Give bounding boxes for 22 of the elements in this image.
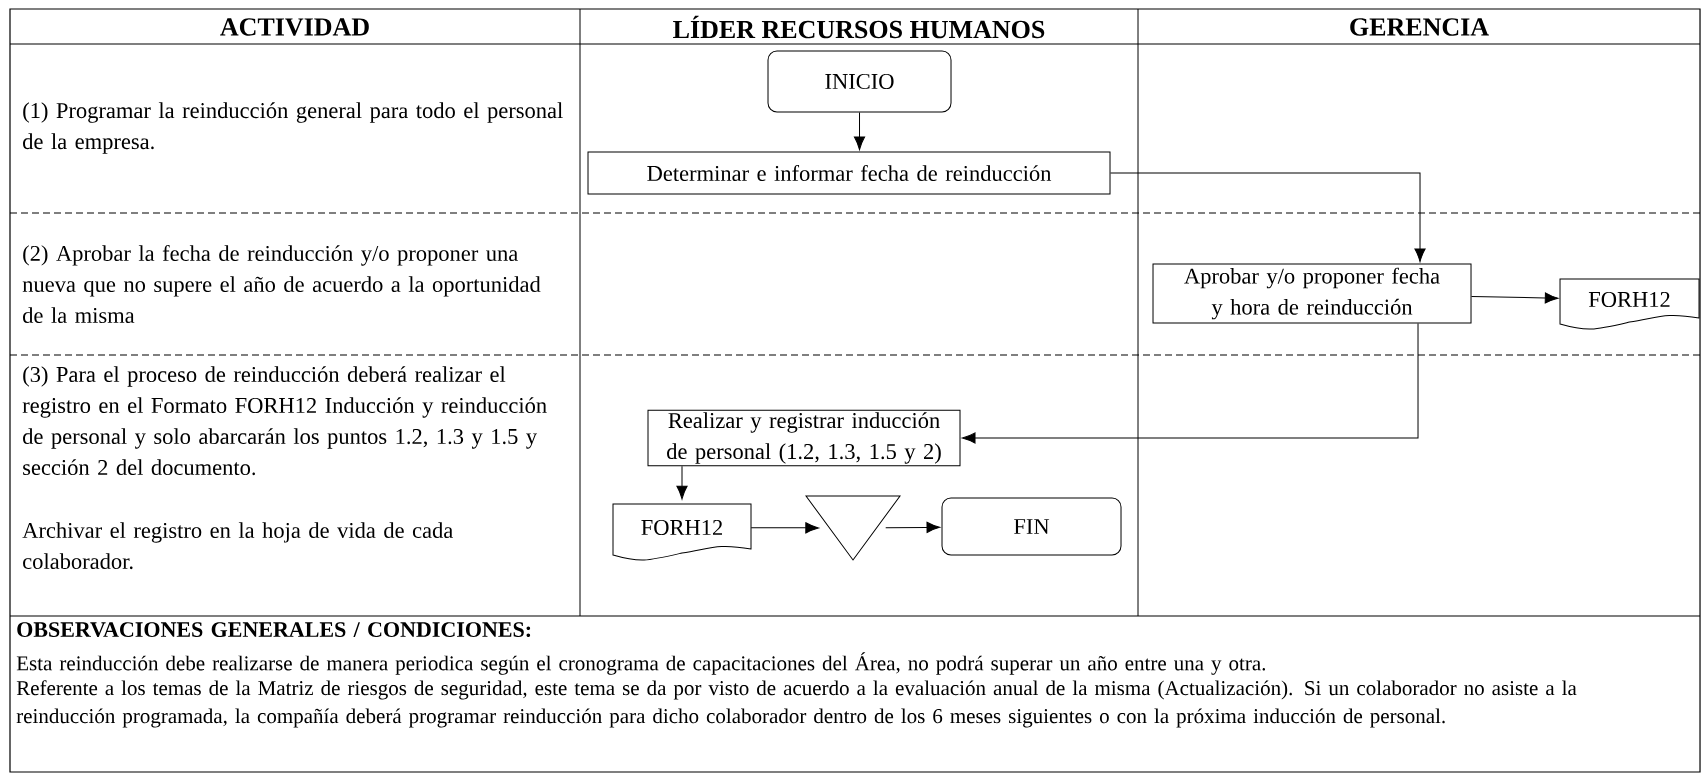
arrow (750, 522, 819, 534)
terminator-box: INICIO (767, 50, 952, 113)
arrow (885, 521, 941, 533)
notes-heading: OBSERVACIONES GENERALES / CONDICIONES: (17, 622, 531, 638)
notes-text: Esta reinducción debe realizarse de manera periodica según el cronograma de capacitaciones del Área, no podrá superar un año entre una y otra. (16, 652, 1266, 675)
archive-triangle (805, 495, 901, 561)
arrow (1471, 292, 1559, 304)
arrow (1110, 172, 1426, 263)
activity-text: (3) Para el proceso de reinducción deberá realizar el registro en el Formato FORH12 Inducción y reinducción de personal y solo abarcarán los puntos 1.2, 1.3 y 1.5 y sección 2 del documento. (22, 366, 547, 476)
activity-text: (1) Programar la reinducción general para todo el personal de la empresa. (23, 102, 563, 154)
process-box: Realizar y registrar inducción de personal (1.2, 1.3, 1.5 y 2) (647, 409, 961, 467)
column-header: ACTIVIDAD (220, 18, 369, 36)
process-box: Aprobar y/o proponer fecha y hora de reinducción (1152, 263, 1472, 324)
column-header: GERENCIA (1350, 18, 1489, 36)
arrow (676, 465, 688, 500)
terminator-box: FIN (941, 497, 1122, 556)
arrow (961, 323, 1419, 444)
activity-text: (2) Aprobar la fecha de reinducción y/o proponer una nueva que no supere el año de acuerdo a la oportunidad de la misma (22, 245, 541, 324)
process-box: Determinar e informar fecha de reinducción (587, 151, 1111, 195)
notes-text: Referente a los temas de la Matriz de riesgos de seguridad, este tema se da por visto de acuerdo a la evaluación anual de la misma (Actualización). Si un colaborador no asiste a la reinducción programada, la compañía deberá programar reinducción para dicho colaborador dentro de los 6 meses siguientes o con la próxima inducción de personal. (16, 680, 1577, 728)
activity-text: Archivar el registro en la hoja de vida de cada colaborador. (22, 522, 453, 570)
arrow (853, 112, 866, 151)
